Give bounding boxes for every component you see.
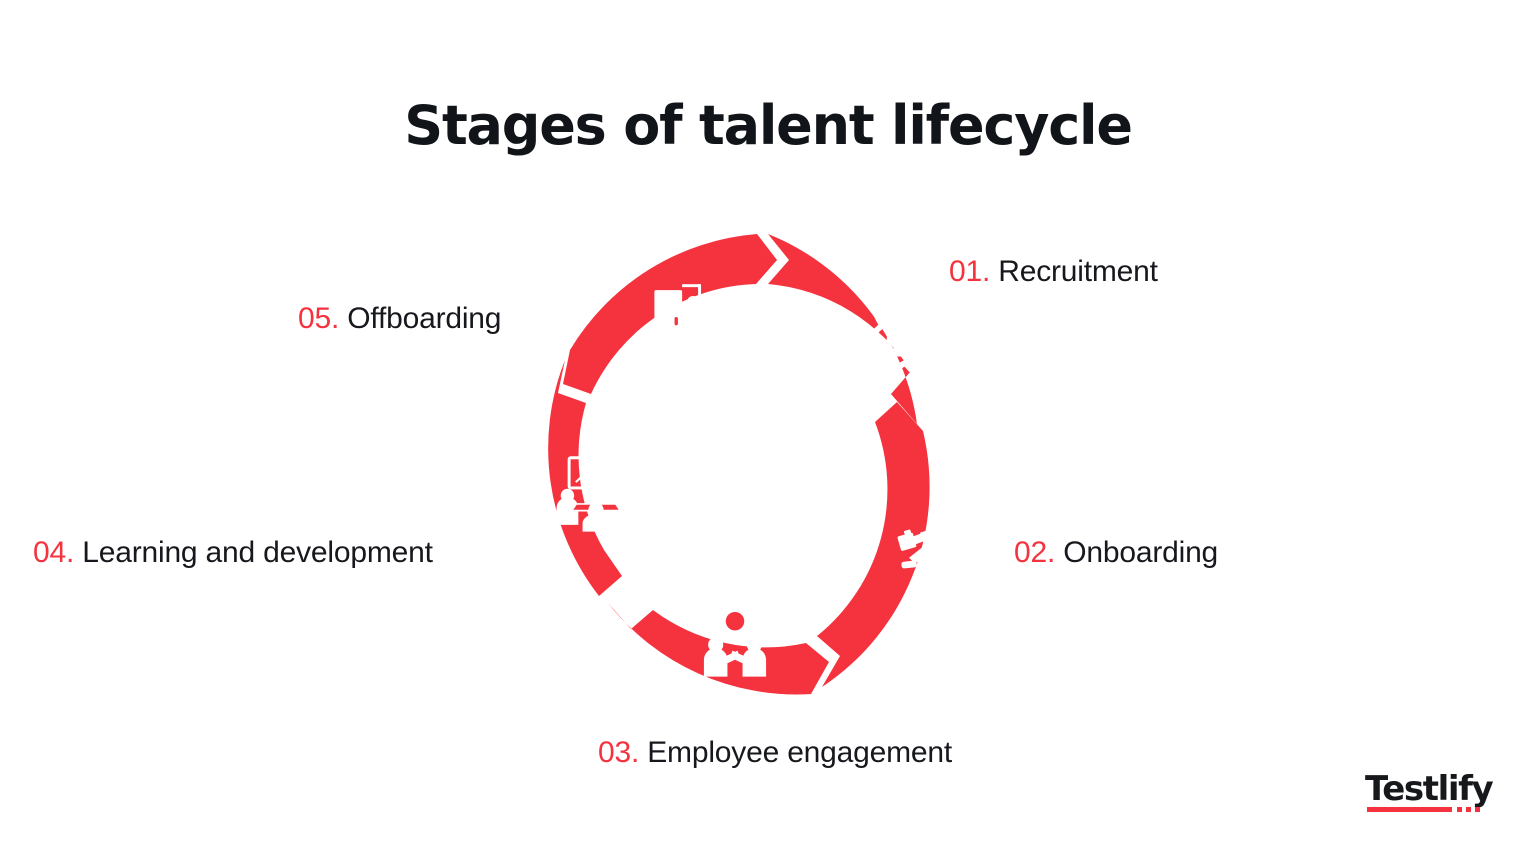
stage-name-learning: Learning and development [82, 536, 433, 569]
donut-segment-offboarding[interactable] [563, 234, 777, 394]
stage-icon-engagement [693, 596, 777, 680]
stage-icon-learning [554, 451, 638, 535]
brand-wordmark: Testlify [1365, 769, 1494, 809]
running-person-briefcase-icon [897, 506, 954, 578]
magnifier-person-search-icon [853, 311, 933, 380]
stage-label-recruitment: 01. Recruitment [949, 255, 1158, 289]
two-people-gear-icon [703, 600, 767, 677]
stage-name-onboarding: Onboarding [1063, 536, 1219, 569]
stage-name-offboarding: Offboarding [347, 302, 502, 335]
brand-dot-icon [1457, 807, 1462, 812]
donut-segment-learning[interactable] [548, 360, 622, 596]
brand-underline-bar [1367, 807, 1452, 812]
stage-label-engagement: 03. Employee engagement [598, 736, 952, 770]
classroom-training-icon [556, 456, 636, 532]
stage-number-03: 03. [598, 736, 640, 769]
stage-number-04: 04. [33, 536, 75, 569]
testlify-logo[interactable]: Testlify [1365, 772, 1497, 818]
stage-icon-onboarding [883, 499, 967, 583]
stage-number-02: 02. [1014, 536, 1056, 569]
stage-number-01: 01. [949, 255, 991, 288]
stage-label-offboarding: 05. Offboarding [298, 302, 501, 336]
stage-label-onboarding: 02. Onboarding [1014, 536, 1218, 570]
stage-label-learning: 04. Learning and development [33, 536, 433, 570]
donut-segment-recruitment-body[interactable] [768, 234, 917, 424]
stage-icon-recruitment [851, 307, 935, 391]
stage-name-engagement: Employee engagement [647, 736, 952, 769]
brand-dot-icon [1475, 807, 1480, 812]
brand-dot-icon [1466, 807, 1471, 812]
stage-icon-offboarding [646, 280, 730, 364]
stage-number-05: 05. [298, 302, 340, 335]
stage-name-recruitment: Recruitment [998, 255, 1158, 288]
person-exit-door-icon [654, 284, 705, 356]
page-title: Stages of talent lifecycle [404, 94, 1133, 157]
donut-segment-onboarding[interactable] [817, 402, 930, 687]
